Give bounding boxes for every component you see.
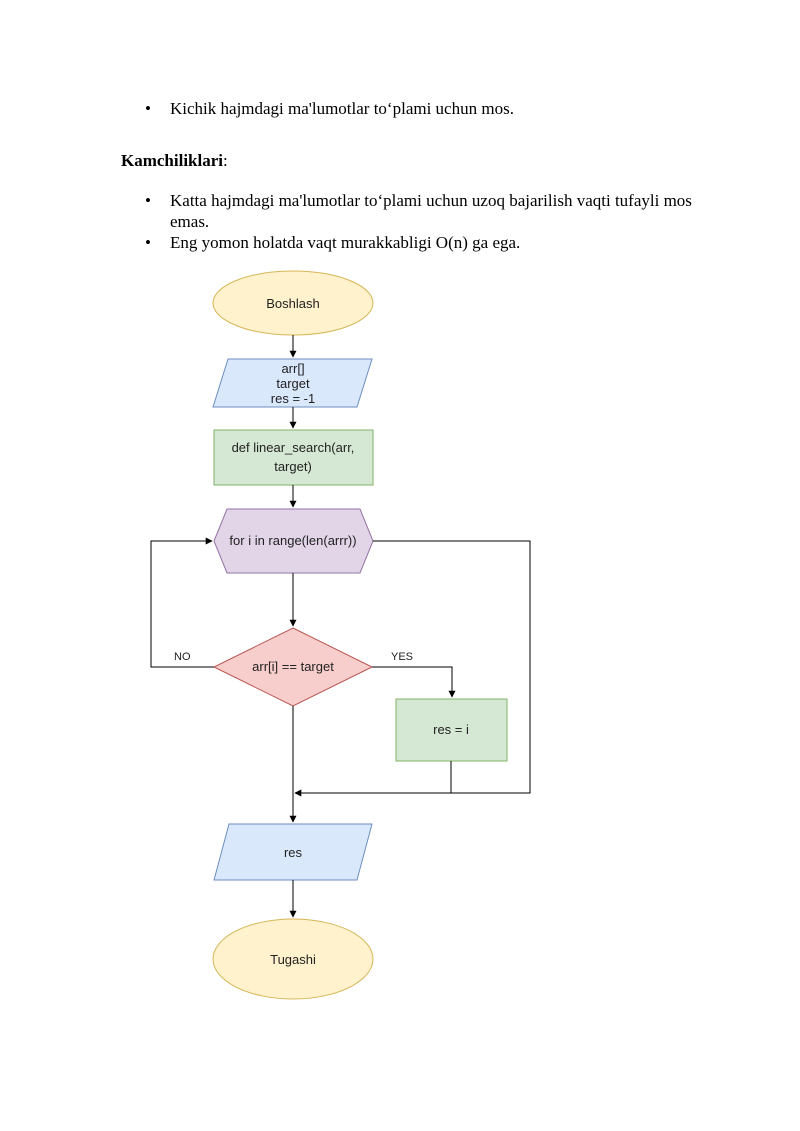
input-shape xyxy=(212,358,373,408)
advantages-list: Kichik hajmdagi ma'lumotlar to‘plami uch… xyxy=(145,98,705,119)
yes-branch-arrow xyxy=(372,666,456,698)
input-line-arr: arr[] xyxy=(281,361,304,376)
no-branch-arrow xyxy=(150,537,214,668)
disadvantages-list: Katta hajmdagi ma'lumotlar to‘plami uchu… xyxy=(145,190,720,253)
no-label: NO xyxy=(174,651,191,663)
list-item: Kichik hajmdagi ma'lumotlar to‘plami uch… xyxy=(145,98,705,119)
input-line-target: target xyxy=(276,376,310,391)
heading-colon: : xyxy=(223,151,228,170)
end-label: Tugashi xyxy=(270,952,316,967)
end-shape xyxy=(212,918,374,1000)
function-line-1: def linear_search(arr, xyxy=(232,440,355,455)
yes-label: YES xyxy=(391,651,413,663)
loop-shape xyxy=(213,508,374,574)
input-line-res: res = -1 xyxy=(271,391,315,406)
list-item: Katta hajmdagi ma'lumotlar to‘plami uchu… xyxy=(145,190,720,232)
function-block: def linear_search(arr, target) xyxy=(213,429,374,486)
start-label: Boshlash xyxy=(266,296,319,311)
function-shape xyxy=(213,429,374,486)
decision-block: arr[i] == target xyxy=(212,627,374,707)
output-shape xyxy=(213,823,373,881)
loop-label: for i in range(len(arrr)) xyxy=(229,533,356,548)
output-block: res xyxy=(213,823,373,881)
assign-block: res = i xyxy=(395,698,508,762)
assign-label: res = i xyxy=(433,722,469,737)
loop-exit-line xyxy=(294,540,531,797)
heading-text: Kamchiliklari xyxy=(121,151,223,170)
start-terminal: Boshlash xyxy=(212,270,374,336)
end-terminal: Tugashi xyxy=(212,918,374,1000)
loop-block: for i in range(len(arrr)) xyxy=(213,508,374,574)
output-label: res xyxy=(284,845,303,860)
disadvantages-heading: Kamchiliklari: xyxy=(121,150,228,171)
input-block: arr[] target res = -1 xyxy=(212,358,373,408)
function-line-2: target) xyxy=(274,459,312,474)
list-item: Eng yomon holatda vaqt murakkabligi O(n)… xyxy=(145,232,720,253)
decision-label: arr[i] == target xyxy=(252,659,334,674)
